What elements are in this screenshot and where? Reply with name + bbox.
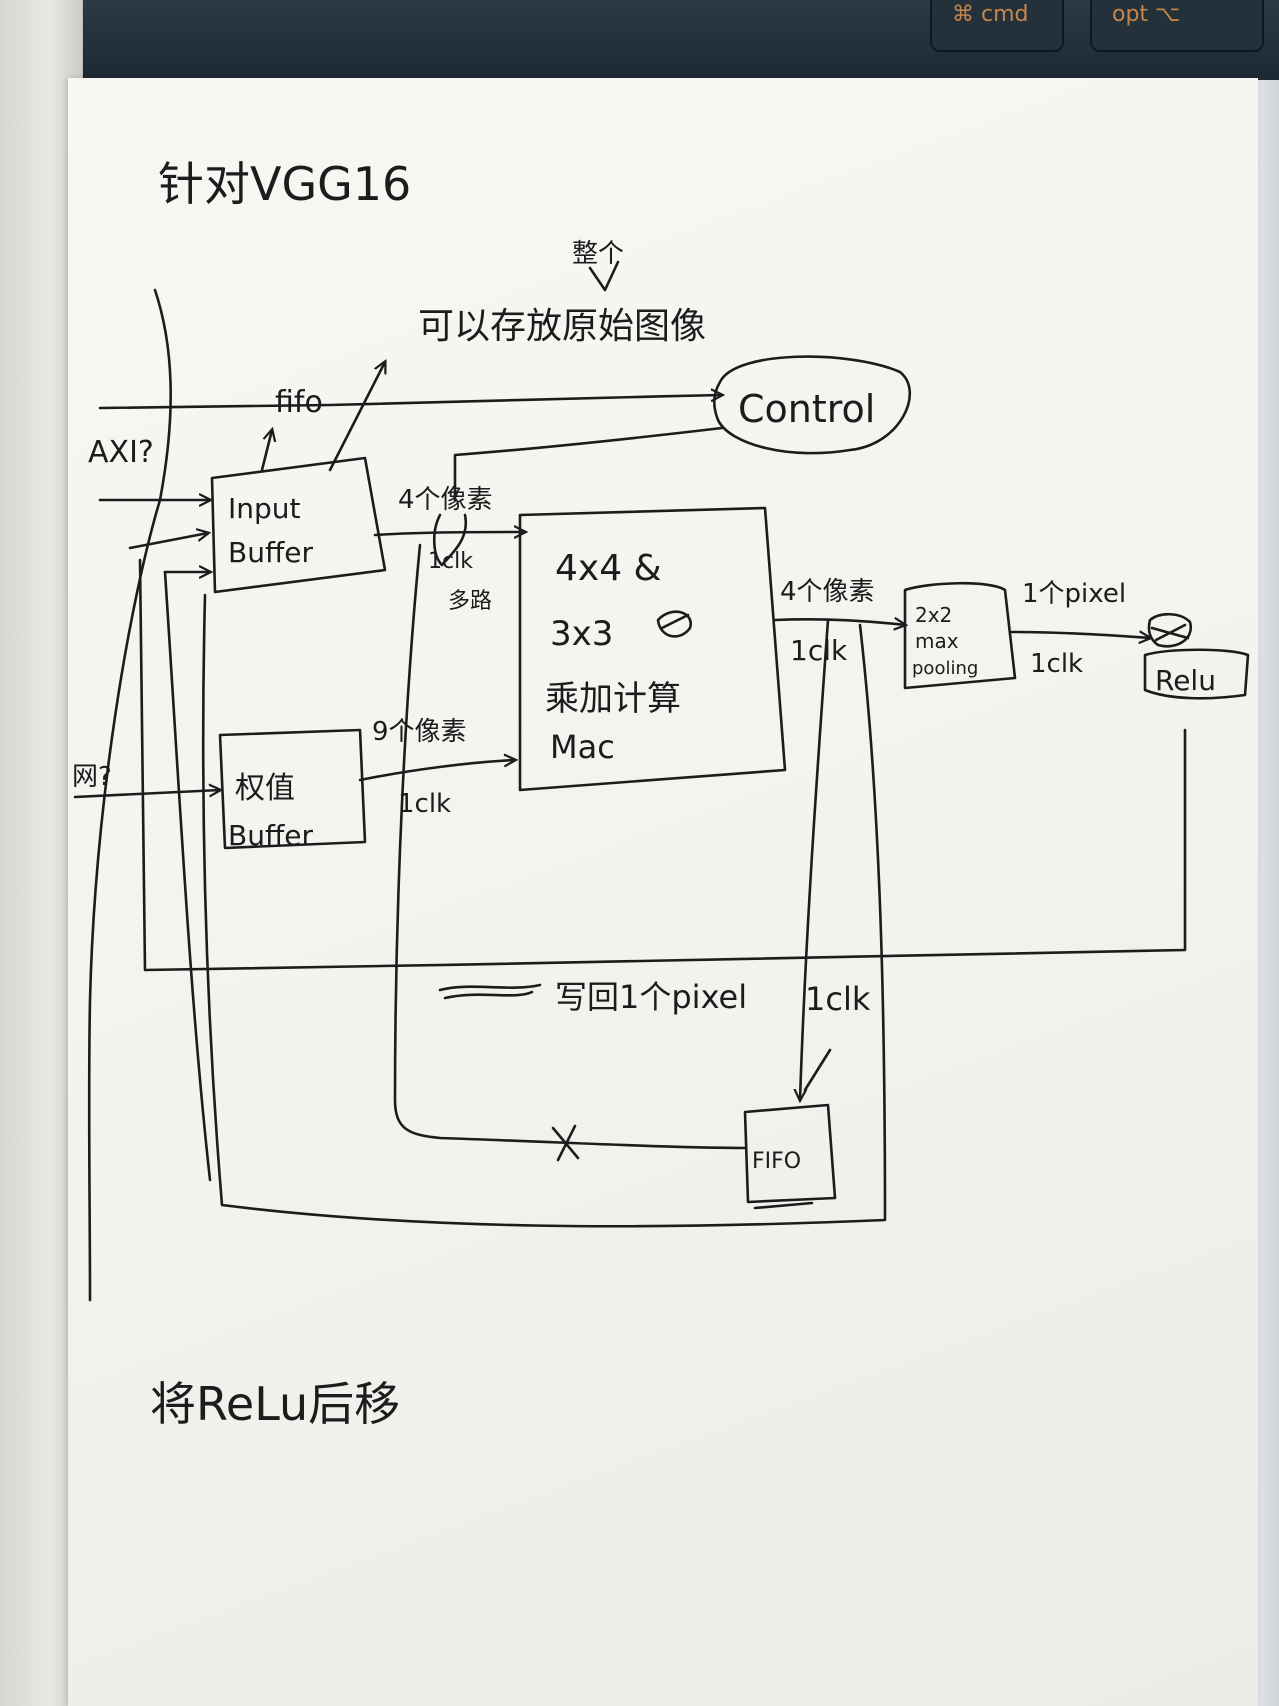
diagram-title: 针对VGG16 (158, 157, 411, 211)
note-top: 可以存放原始图像 (418, 306, 706, 347)
maxpool-label-2: max (915, 629, 959, 653)
bus-line-left (87, 288, 172, 1302)
weight-buffer-label-2: Buffer (228, 819, 313, 852)
control-label: Control (738, 387, 875, 431)
edge-relu-writeback (138, 558, 1187, 972)
edge-fifo-to-control (98, 395, 722, 410)
edge-outer-loop (201, 593, 887, 1228)
edge-label-in-clk: 1clk (428, 549, 473, 574)
edge-mac-to-fifo (800, 618, 830, 1100)
edge-pool-to-relu (1010, 632, 1150, 638)
note-top-small: 整个 (572, 239, 624, 269)
mac-label-3: 乘加计算 (545, 679, 681, 719)
edge-label-weight-clk: 1clk (398, 789, 451, 819)
edge-mac-to-pool (773, 619, 905, 625)
input-buffer-shape (210, 456, 387, 594)
notebook-page (68, 78, 1258, 1706)
mux-symbol (432, 513, 468, 567)
mac-label-4: Mac (550, 728, 615, 766)
fifo-top-label: fifo (275, 385, 323, 420)
edge-input-to-mac (373, 532, 525, 535)
edge-control-to-mac (453, 426, 724, 502)
mac-label-1: 4x4 & (555, 548, 662, 589)
weight-buffer-label-1: 权值 (235, 771, 295, 806)
edge-weight-to-mac (358, 760, 515, 782)
input-buffer-label-1: Input (228, 492, 301, 525)
edge-label-in-pixels: 4个像素 (398, 485, 493, 515)
edge-label-mac-pixels: 4个像素 (780, 577, 875, 607)
fifo-underline (753, 1201, 814, 1210)
opt-key: opt ⌥ (1090, 0, 1264, 52)
edge-input2-to-weight (73, 790, 220, 799)
fifo-bottom-label: FIFO (752, 1149, 801, 1174)
insert-caret (588, 260, 620, 292)
maxpool-label-1: 2x2 (915, 603, 952, 627)
control-node-shape (713, 355, 912, 455)
cmd-key: ⌘ cmd (930, 0, 1064, 52)
bottom-note: 将ReLu后移 (150, 1377, 400, 1431)
edge-input-to-fifo (260, 430, 272, 472)
axi-label: AXI? (88, 435, 154, 470)
edge-label-mac-clk: 1clk (790, 634, 848, 667)
edge-inner-vertical (163, 570, 212, 1182)
mac-node-shape (518, 506, 787, 792)
edge-fifo-to-input-blocked (393, 543, 747, 1150)
fifo-node-shape (743, 1103, 837, 1204)
mac-scribble (656, 610, 692, 638)
weight-buffer-shape (218, 728, 367, 850)
relu-register-scribble (1147, 612, 1193, 648)
edge-label-in-note: 多路 (448, 589, 492, 614)
fifo-tick (803, 1048, 832, 1092)
edge-label-pool-clk: 1clk (1030, 649, 1083, 679)
edge-label-writeback: 写回1个pixel (555, 978, 747, 1016)
edge-label-weight-pixels: 9个像素 (372, 717, 467, 747)
edge-writeback-to-input (128, 533, 208, 550)
edge-input-to-storage (328, 362, 385, 472)
strikethrough-scribble (438, 983, 542, 1000)
blocked-x-mark (551, 1124, 580, 1162)
opt-key-label: opt ⌥ (1112, 2, 1181, 27)
input-buffer-label-2: Buffer (228, 536, 313, 569)
relu-node-shape (1143, 648, 1250, 700)
relu-label: Relu (1155, 664, 1216, 697)
maxpool-label-3: pooling (912, 658, 978, 679)
edge-label-pool-pixel: 1个pixel (1022, 579, 1126, 609)
maxpool-node-shape (903, 581, 1017, 690)
second-input-label: 网? (72, 762, 112, 792)
mac-label-2: 3x3 (550, 614, 613, 654)
edge-label-fifo-clk: 1clk (805, 980, 871, 1018)
cmd-key-label: ⌘ cmd (952, 2, 1029, 27)
